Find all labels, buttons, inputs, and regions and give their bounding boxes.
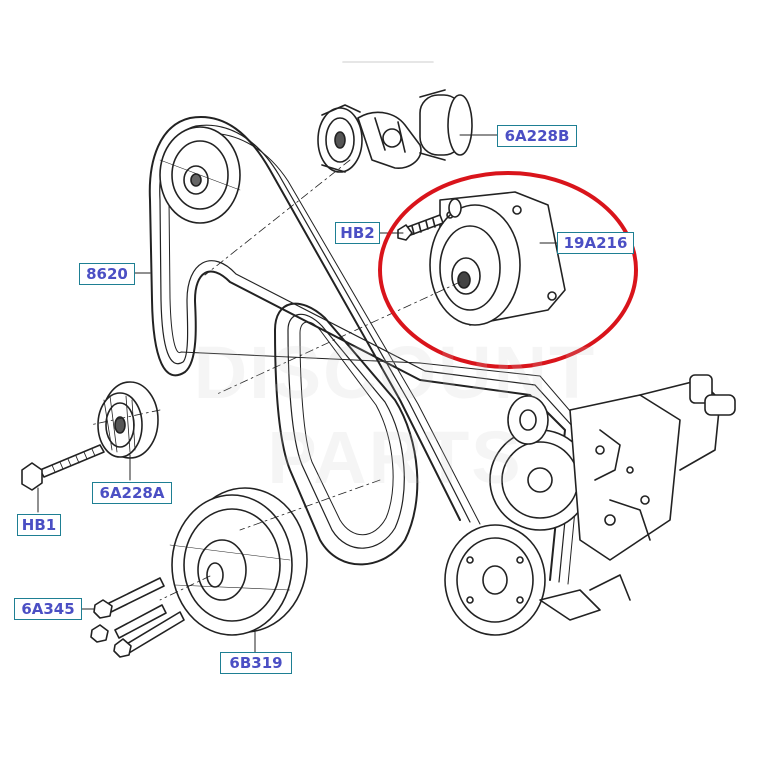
callout-6a228a: 6A228A: [92, 482, 172, 504]
tensioner-assembly: [317, 89, 473, 173]
belt-inner-loop: [274, 302, 419, 566]
highlight-ellipse: [378, 171, 638, 369]
callout-6b319: 6B319: [220, 652, 292, 674]
callout-19a216: 19A216: [557, 232, 634, 254]
callout-leaders: [37, 134, 558, 653]
compressor-assembly: [444, 374, 736, 636]
pulley-19a216: [397, 191, 566, 326]
crank-pulley-6b319: [90, 487, 308, 658]
top-pulley: [159, 126, 241, 224]
idler-6a228a: [21, 381, 159, 491]
callout-hb2: HB2: [335, 222, 380, 244]
axis-lines: [89, 159, 461, 601]
callout-6a228b: 6A228B: [497, 125, 577, 147]
callout-hb1: HB1: [17, 514, 61, 536]
callout-6a345: 6A345: [14, 598, 82, 620]
callout-8620: 8620: [79, 263, 135, 285]
